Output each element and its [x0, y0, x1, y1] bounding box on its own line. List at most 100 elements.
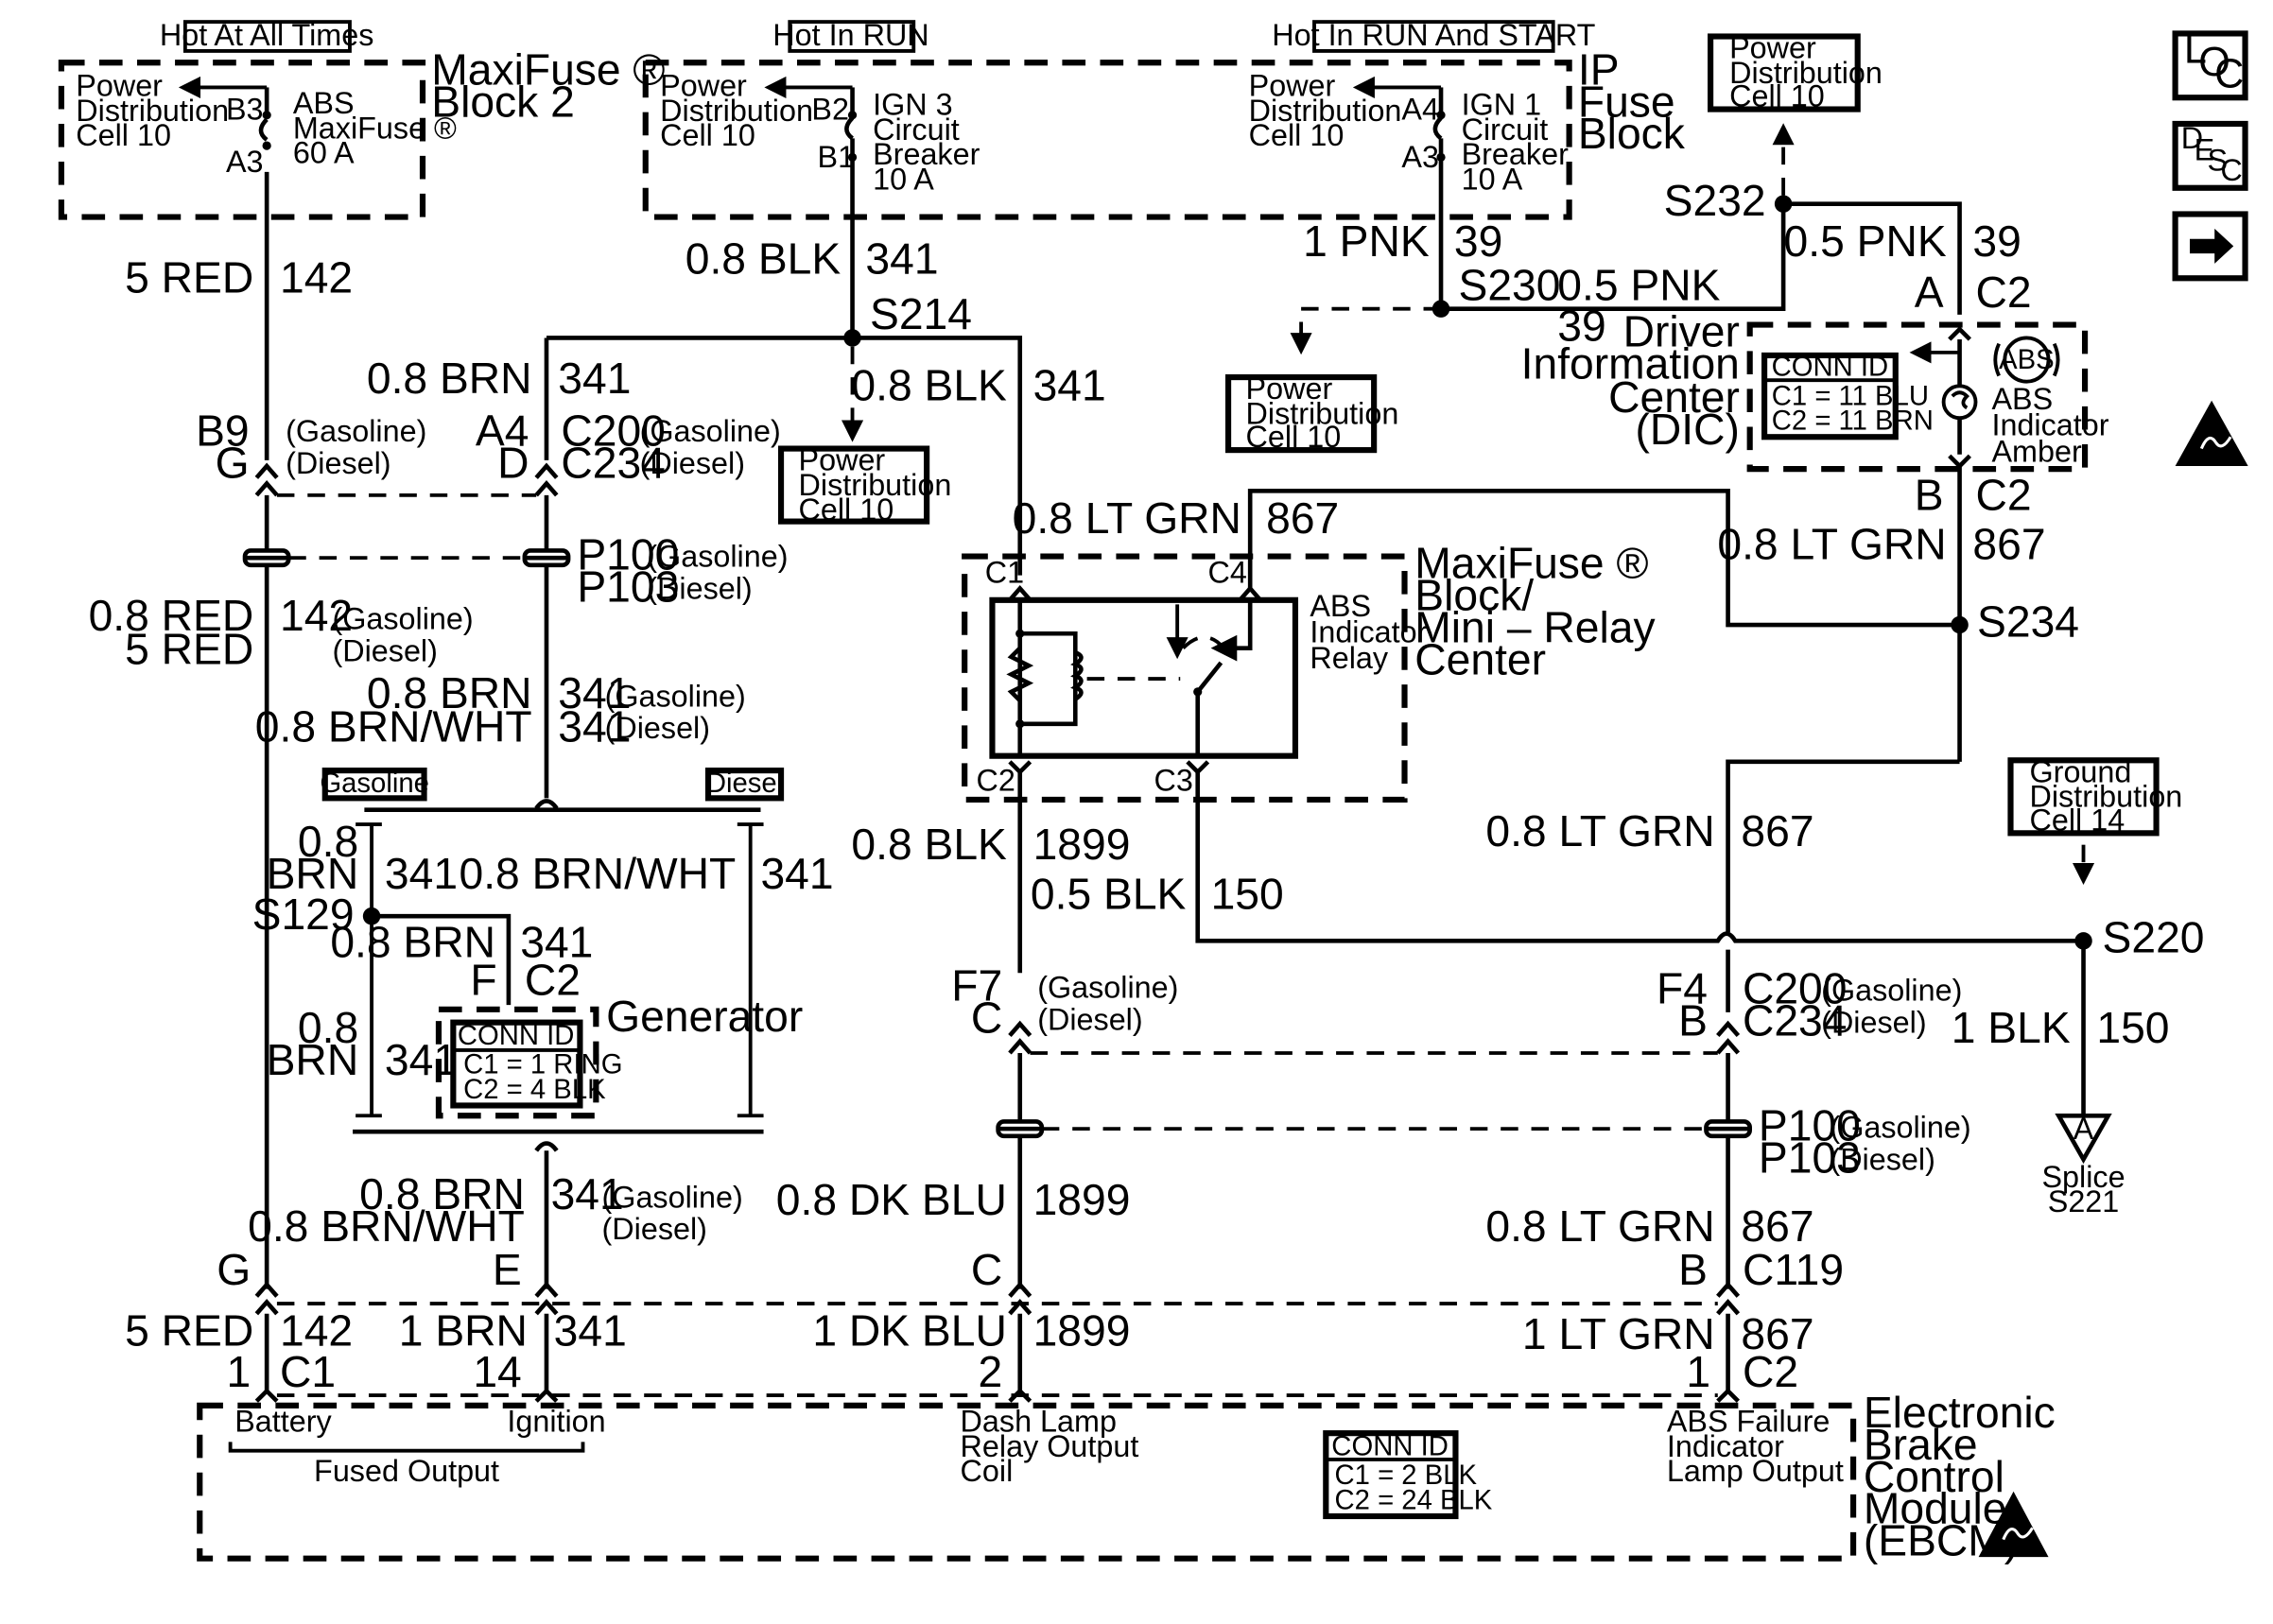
circuit-150: 0.5 BLK 150 S220 Ground Distribution Cel… — [1031, 754, 2205, 1218]
pdc-ref: Power — [660, 69, 747, 103]
pdc-ref-text: Cell 14 — [2030, 803, 2126, 837]
pin-label: G — [217, 1245, 251, 1294]
circuit-number: 341 — [865, 234, 938, 284]
pdc-ref-text: Distribution — [1246, 396, 1399, 430]
location-icon[interactable]: L O C — [2172, 26, 2248, 101]
wire-color: 0.8 LT GRN — [1013, 493, 1241, 543]
block-title: Block/ — [1414, 571, 1534, 620]
variant-label: (Diesel) — [602, 1212, 707, 1246]
circuit-142: 5 RED 142 B9 G (Gasoline) (Diesel) 0.8 R… — [89, 171, 474, 1403]
connector-label: C234 — [1743, 996, 1848, 1045]
circuit-number: 341 — [760, 849, 833, 898]
circuit-341-feed: 0.8 BLK 341 S214 Power Distribution Cell… — [685, 157, 1106, 576]
component-title: Generator — [606, 992, 803, 1041]
splice-dot — [1951, 615, 1969, 634]
icon-letter: O — [2198, 40, 2230, 85]
header-label: Hot At All Times — [160, 18, 373, 52]
wire-color: 5 RED — [125, 1306, 253, 1356]
block-title: Driver — [1623, 307, 1740, 356]
circuit-number: 341 — [558, 668, 631, 717]
next-arrow-icon[interactable] — [2172, 211, 2248, 282]
conn-id-row: C2 = 11 BRN — [1772, 406, 1934, 437]
pin-label: B1 — [818, 140, 856, 174]
connector-label: P100 — [577, 529, 679, 579]
pin-label: E — [493, 1245, 522, 1294]
header-label: Hot In RUN — [772, 18, 928, 52]
connector-label: C119 — [1743, 1245, 1844, 1294]
pin-label: C — [971, 993, 1002, 1042]
circuit-number: 142 — [280, 1306, 353, 1356]
header-label: Hot In RUN And START — [1272, 18, 1595, 52]
pdc-ref: Cell 10 — [1249, 118, 1345, 152]
connector-label: C200 — [561, 406, 666, 455]
splice-ref-label: S221 — [2048, 1184, 2120, 1218]
circuit-number: 150 — [1211, 869, 1284, 918]
conn-id-row: C2 = 4 BLK — [463, 1075, 606, 1105]
variant-label: (Gasoline) — [647, 539, 788, 573]
pdc-ref: Cell 10 — [660, 118, 755, 152]
variant-label: (Gasoline) — [1037, 970, 1178, 1004]
pin-label: B — [1915, 470, 1944, 519]
connector-symbol — [254, 1281, 279, 1316]
breaker-label: Circuit — [873, 112, 960, 147]
pin-label: 2 — [979, 1347, 1003, 1396]
conn-id-title: CONN ID — [1772, 353, 1889, 383]
variant-label: (Diesel) — [1830, 1142, 1935, 1176]
circuit-number: 39 — [1972, 216, 2021, 266]
pdc-ref-text: Cell 10 — [1729, 78, 1825, 112]
circuit-341: 0.8 BRN 341 A4 D C200 (Gasoline) C234 (D… — [255, 336, 853, 799]
splice-label: S230 — [1459, 260, 1561, 309]
pdc-ref: Distribution — [1249, 94, 1402, 128]
block-title: (DIC) — [1636, 405, 1740, 454]
variant-label: (Diesel) — [332, 634, 437, 668]
pin-label: B — [1678, 1245, 1708, 1294]
wire-color: 0.8 BRN — [367, 668, 532, 717]
pdc-ref-text: Distribution — [1729, 56, 1883, 90]
terminal-label: Battery — [234, 1405, 332, 1439]
relay-label: ABS — [1310, 589, 1371, 623]
connector-label: P100 — [1759, 1100, 1861, 1149]
resistor-symbol — [1006, 647, 1034, 702]
pin-label: F7 — [951, 961, 1002, 1011]
terminal-label: Ignition — [507, 1405, 605, 1439]
abs-indicator-relay: MaxiFuse ® Block/ Mini – Relay Center C1… — [962, 539, 1656, 803]
fuse-label: MaxiFuse ® — [293, 111, 457, 145]
connector-label: P103 — [1759, 1132, 1861, 1182]
pdc-ref-text: Distribution — [2030, 780, 2183, 814]
block-title: MaxiFuse ® — [431, 44, 665, 94]
variant-label: (Gasoline) — [286, 414, 426, 448]
pdc-ref-text: Ground — [2030, 754, 2132, 788]
pin-label: 14 — [473, 1347, 521, 1396]
pdc-ref: Power — [76, 69, 163, 103]
splice-label: S129 — [252, 890, 355, 939]
circuit-341-lower: 0.8 BRN 0.8 BRN/WHT 341 (Gasoline) (Dies… — [248, 1150, 743, 1403]
fuse-label: 60 A — [293, 136, 355, 170]
block-title: Control — [1864, 1452, 2004, 1501]
pin-label: C — [971, 1245, 1002, 1294]
lamp-label: ABS — [1991, 382, 2053, 416]
variant-tag: Diesel — [706, 769, 783, 799]
variant-label: (Gasoline) — [1830, 1110, 1970, 1144]
circuit-39: 1 PNK 39 S230 Power Distribution Cell 10… — [1224, 123, 2032, 454]
block-title: Brake — [1864, 1420, 1978, 1469]
breaker-label: Breaker — [873, 137, 980, 171]
terminal-label: Relay Output — [961, 1429, 1139, 1463]
wire-color: 0.5 PNK — [1784, 216, 1947, 266]
pdc-ref-text: Power — [1246, 371, 1333, 406]
icon-letter: C — [2214, 51, 2244, 96]
hot-at-all-times-header: Hot At All Times — [160, 18, 373, 53]
block-title: Center — [1608, 372, 1740, 422]
connector-label: C2 — [525, 955, 581, 1004]
conn-id-row: C1 = 2 BLK — [1335, 1460, 1478, 1491]
description-icon[interactable]: D E S C — [2172, 120, 2248, 191]
block-title: Fuse — [1578, 77, 1675, 126]
splice-ref-label: Splice — [2041, 1160, 2125, 1194]
relay-coil — [1070, 650, 1084, 701]
relay-switch — [1195, 661, 1223, 756]
circuit-number: 867 — [1741, 806, 1813, 855]
lamp-label: Amber — [1991, 434, 2081, 468]
pdc-ref-text: Cell 10 — [1246, 420, 1342, 454]
variant-tag: Gasoline — [320, 769, 429, 799]
pin-label: A — [1915, 268, 1944, 317]
block-title: Module — [1864, 1484, 2007, 1533]
